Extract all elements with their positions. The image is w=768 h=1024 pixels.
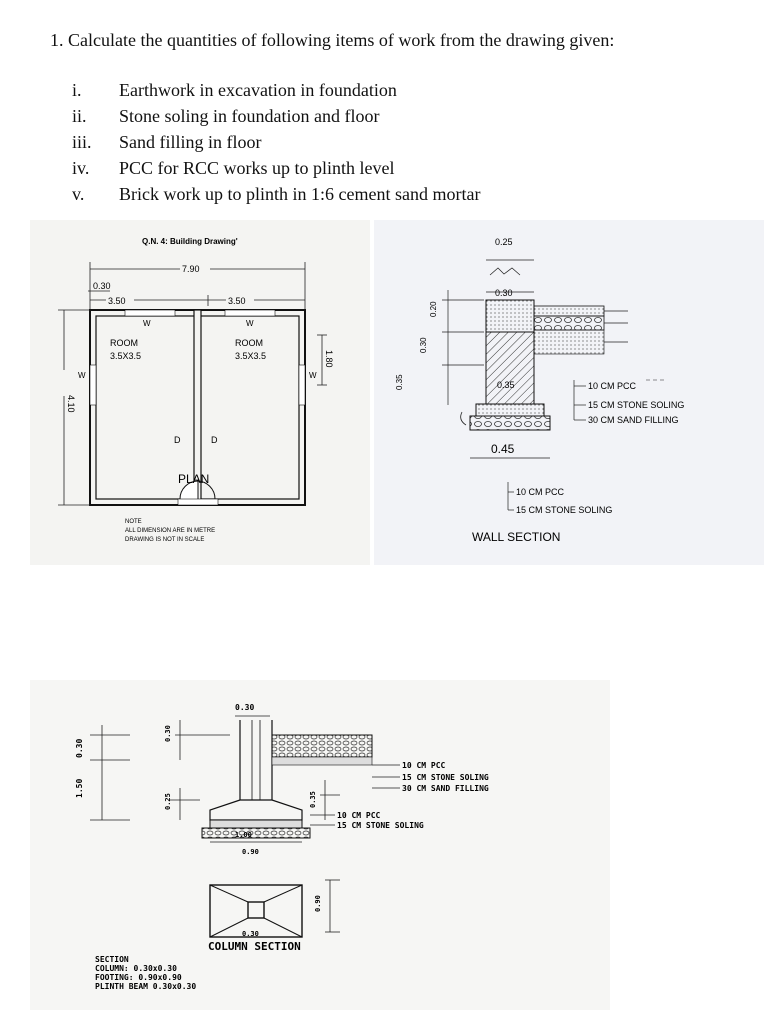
window-label: W: [246, 319, 254, 328]
question-text: 1. Calculate the quantities of following…: [50, 30, 615, 50]
column-left-dim-b: 1.50: [75, 779, 84, 798]
column-found-pcc-label: 10 CM PCC: [337, 811, 381, 820]
wall-found-pcc-label: 10 CM PCC: [516, 487, 565, 497]
column-dim-a: 0.30: [164, 725, 172, 742]
column-dim-c: 0.35: [309, 791, 317, 808]
window-label: W: [78, 371, 86, 380]
plan-note: ALL DIMENSION ARE IN METRE: [125, 528, 215, 534]
column-spec: FOOTING: 0.90x0.90: [95, 973, 182, 982]
work-items-list: i.Earthwork in excavation in foundation …: [72, 80, 480, 210]
footing-inner-dim: 0.35: [497, 380, 515, 390]
wall-section-caption: WALL SECTION: [472, 530, 560, 544]
plan-caption: PLAN: [178, 472, 209, 486]
list-item: iv.PCC for RCC works up to plinth level: [72, 158, 395, 178]
list-item: iii.Sand filling in floor: [72, 132, 262, 152]
column-floor-sand-label: 30 CM SAND FILLING: [402, 784, 489, 793]
column-spec: COLUMN: 0.30x0.30: [95, 964, 177, 973]
wall-width-dim: 0.30: [495, 288, 513, 298]
overall-width-dim: 7.90: [182, 264, 200, 274]
wall-thickness-dim: 0.30: [93, 281, 111, 291]
door-label: D: [211, 435, 218, 445]
list-item: i.Earthwork in excavation in foundation: [72, 80, 397, 100]
height-dim: 4.10: [66, 395, 76, 413]
window-dim: 1.80: [324, 350, 334, 368]
plan-note: NOTE: [125, 519, 142, 525]
footing-width-2: 0.90: [242, 848, 259, 856]
column-spec: SECTION: [95, 955, 129, 964]
column-dim-b: 0.25: [164, 793, 172, 810]
column-plan-dim: 0.30: [242, 930, 259, 938]
room2-size: 3.5X3.5: [235, 351, 266, 361]
footing-width-dim: 0.45: [491, 442, 515, 456]
column-floor-pcc-label: 10 CM PCC: [402, 761, 446, 770]
plan-note: DRAWING IS NOT IN SCALE: [125, 537, 204, 543]
wall-floor-pcc-label: 10 CM PCC: [588, 381, 637, 391]
room1-name: ROOM: [110, 338, 138, 348]
room-width-1-dim: 3.50: [108, 296, 126, 306]
wall-found-soling-label: 15 CM STONE SOLING: [516, 505, 612, 515]
door-label: D: [174, 435, 181, 445]
plan-heading: Q.N. 4: Building Drawing': [142, 237, 238, 246]
wall-dim-c: 0.35: [395, 374, 404, 390]
wall-dim-a: 0.20: [429, 301, 438, 317]
list-item: v.Brick work up to plinth in 1:6 cement …: [72, 184, 481, 204]
column-plan-side: 0.90: [314, 895, 322, 912]
footing-width-1: 1.00: [235, 831, 252, 839]
wall-floor-soling-label: 15 CM STONE SOLING: [588, 400, 684, 410]
wall-section-drawing: 0.25 0.30 0.35 0.20 0.30 0.35 0.45 10 CM…: [374, 220, 764, 565]
column-section-caption: COLUMN SECTION: [208, 940, 301, 953]
column-left-dim-a: 0.30: [75, 739, 84, 758]
plan-drawing: Q.N. 4: Building Drawing' 7.90 0.30 3.50…: [30, 220, 370, 565]
wall-floor-sand-label: 30 CM SAND FILLING: [588, 415, 679, 425]
column-found-soling-label: 15 CM STONE SOLING: [337, 821, 424, 830]
room-width-2-dim: 3.50: [228, 296, 246, 306]
room1-size: 3.5X3.5: [110, 351, 141, 361]
wall-top-width-dim: 0.25: [495, 237, 513, 247]
column-section-drawing: 0.30 0.30 1.50 0.30 0.25 0.35 1.00 0.90 …: [30, 680, 610, 1010]
column-top-dim: 0.30: [235, 703, 254, 712]
list-item: ii.Stone soling in foundation and floor: [72, 106, 380, 126]
column-floor-soling-label: 15 CM STONE SOLING: [402, 773, 489, 782]
column-spec: PLINTH BEAM 0.30x0.30: [95, 982, 196, 991]
room2-name: ROOM: [235, 338, 263, 348]
window-label: W: [309, 371, 317, 380]
wall-dim-b: 0.30: [419, 337, 428, 353]
window-label: W: [143, 319, 151, 328]
